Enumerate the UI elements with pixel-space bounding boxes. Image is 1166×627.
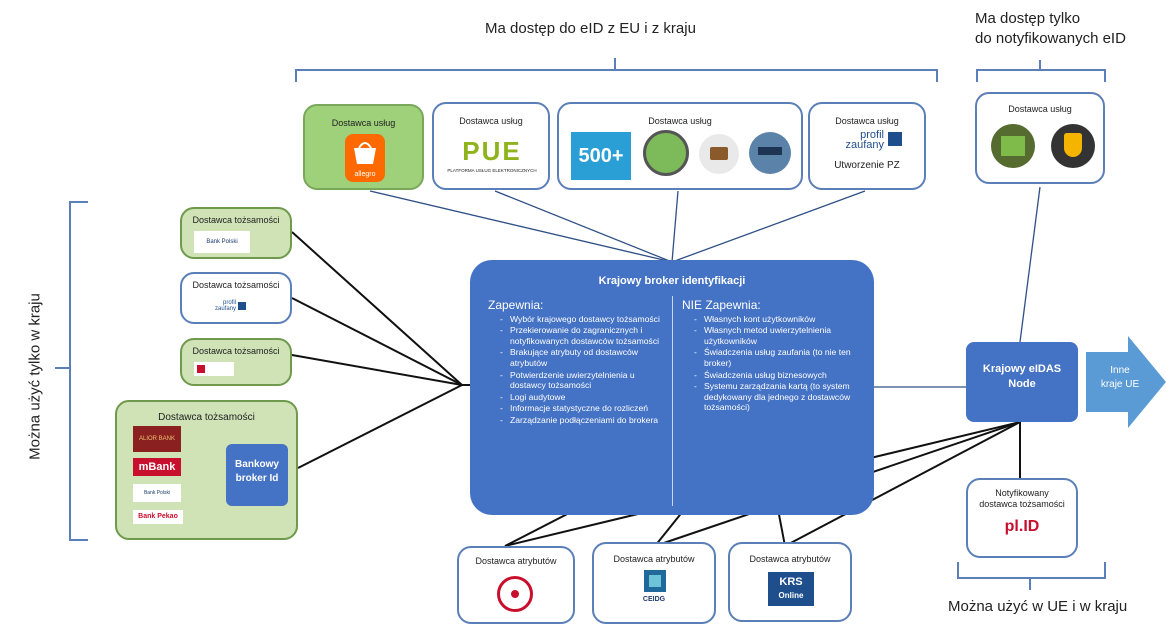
service-provider-gov: Dostawca usług 500+: [557, 102, 803, 190]
alior-logo: ALIOR BANK: [133, 426, 181, 452]
identity-provider-profil-zaufany: Dostawca tożsamości profil zaufany: [180, 272, 292, 324]
pz-emblem-icon: [888, 132, 902, 146]
attribute-provider-krs: Dostawca atrybutów KRS Online: [728, 542, 852, 622]
pz-small-line-1: profil: [222, 300, 236, 306]
provides-title: Zapewnia:: [488, 298, 544, 312]
not-provides-title: NIE Zapewnia:: [682, 298, 761, 312]
top-brace: [295, 58, 938, 82]
pz-caption: Utworzenie PZ: [834, 160, 900, 171]
provides-item: Informacje statystyczne do rozliczeń: [500, 403, 670, 414]
bank-polski-logo: Bank Polski: [194, 231, 250, 253]
provides-item: Wybór krajowego dostawcy tożsamości: [500, 314, 670, 325]
right-brace: [976, 60, 1106, 82]
not-provides-item: Systemu zarządzania kartą (to system ded…: [694, 381, 862, 413]
seal-icon: [497, 576, 533, 612]
national-identity-broker: Krajowy broker identyfikacji Zapewnia: W…: [470, 260, 874, 515]
pekao-logo: Bank Pekao: [133, 510, 183, 524]
plid-logo: pl.ID: [1004, 518, 1040, 535]
service-links: [369, 186, 1041, 388]
other-countries-line-2: kraje UE: [1100, 379, 1140, 390]
provides-item: Brakujące atrybuty od dostawców atrybutó…: [500, 347, 670, 368]
identity-provider-label: Dostawca tożsamości: [158, 412, 255, 423]
not-provides-item: Własnych metod uwierzytelnienia użytkown…: [694, 325, 862, 346]
notified-idp-label: Notyfikowany dostawca tożsamości: [968, 488, 1076, 510]
broker-divider: [672, 296, 673, 506]
service-provider-pue: Dostawca usług PUE PLATFORMA USŁUG ELEKT…: [432, 102, 550, 190]
top-right-heading-1: Ma dostęp tylko: [975, 10, 1081, 27]
service-provider-label: Dostawca usług: [331, 118, 396, 128]
provides-item: Logi audytowe: [500, 392, 670, 403]
eidas-node-line-1: Krajowy eIDAS: [982, 363, 1062, 375]
pz-small-emblem-icon: [238, 302, 246, 310]
other-countries-arrow: [1086, 336, 1166, 428]
notified-service-provider: Dostawca usług: [975, 92, 1105, 184]
family-home-icon: [643, 130, 689, 176]
identity-provider-label: Dostawca tożsamości: [192, 346, 280, 356]
service-provider-label: Dostawca usług: [1008, 104, 1072, 114]
bank-logo: [194, 362, 234, 376]
ceidg-logo: CEIDG: [642, 596, 666, 603]
krs-line-1: KRS: [779, 576, 803, 588]
briefcase-icon: [699, 134, 739, 174]
allegro-text: allegro: [354, 171, 376, 178]
notified-identity-provider: Notyfikowany dostawca tożsamości pl.ID: [966, 478, 1078, 558]
mbank-logo: mBank: [133, 458, 181, 476]
identity-provider-label: Dostawca tożsamości: [192, 215, 280, 225]
eidas-node-line-2: Node: [1008, 378, 1036, 390]
pz-small-line-2: zaufany: [214, 306, 236, 312]
bank-broker-box: Bankowy broker Id: [226, 444, 288, 506]
top-center-heading: Ma dostęp do eID z EU i z kraju: [485, 20, 696, 37]
provides-item: Potwierdzenie uwierzytelnienia u dostawc…: [500, 370, 670, 391]
attribute-provider-ceidg: Dostawca atrybutów CEIDG: [592, 542, 716, 624]
left-brace: [55, 201, 88, 541]
broker-title: Krajowy broker identyfikacji: [598, 275, 746, 287]
not-provides-item: Świadczenia usług zaufania (to nie ten b…: [694, 347, 862, 368]
krs-online-logo: KRS Online: [768, 572, 814, 606]
identity-provider-pko: Dostawca tożsamości Bank Polski: [180, 207, 292, 259]
shield-icon: [1051, 124, 1095, 168]
attribute-provider-label: Dostawca atrybutów: [749, 554, 831, 564]
other-countries-line-1: Inne: [1110, 365, 1130, 376]
service-provider-label: Dostawca usług: [648, 116, 712, 126]
pz-line-2: zaufany: [845, 139, 884, 151]
pz-line-1: profil: [860, 129, 884, 141]
graduation-icon: [749, 132, 791, 174]
pz-small-logo: profil zaufany: [204, 300, 236, 312]
bottom-right-heading: Można użyć w UE i w kraju: [948, 598, 1128, 615]
not-provides-item: Własnych kont użytkowników: [694, 314, 862, 325]
top-right-heading-2: do notyfikowanych eID: [975, 30, 1126, 47]
provides-item: Przekierowanie do zagranicznych i notyfi…: [500, 325, 670, 346]
attribute-provider-1: Dostawca atrybutów: [457, 546, 575, 624]
left-vertical-heading: Można użyć tylko w kraju: [26, 293, 44, 460]
bottom-right-brace: [957, 562, 1106, 590]
provides-item: Zarządzanie podłączeniami do brokera: [500, 415, 670, 426]
pue-sublabel: PLATFORMA USŁUG ELEKTRONICZNYCH: [447, 168, 537, 173]
notified-idp-line-1: Notyfikowany: [995, 488, 1049, 498]
broker-not-provides: NIE Zapewnia: Własnych kont użytkowników…: [682, 298, 862, 414]
attribute-provider-label: Dostawca atrybutów: [475, 556, 557, 566]
identity-provider-bank: Dostawca tożsamości: [180, 338, 292, 386]
service-provider-label: Dostawca usług: [835, 116, 899, 126]
not-provides-item: Świadczenia usług biznesowych: [694, 370, 862, 381]
basket-icon: [354, 142, 376, 164]
profil-zaufany-logo: profil zaufany: [828, 129, 884, 151]
identity-provider-label: Dostawca tożsamości: [192, 280, 280, 290]
service-provider-profil-zaufany: Dostawca usług profil zaufany Utworzenie…: [808, 102, 926, 190]
allegro-logo: allegro: [345, 134, 385, 182]
pue-logo: PUE: [462, 136, 522, 166]
krs-line-2: Online: [778, 591, 804, 600]
service-provider-allegro: Dostawca usług allegro: [303, 104, 424, 190]
service-provider-label: Dostawca usług: [459, 116, 523, 126]
pko-logo: Bank Polski: [133, 484, 181, 502]
other-countries-label: Inne kraje UE: [1090, 364, 1150, 392]
eidas-node: Krajowy eIDAS Node: [966, 342, 1078, 422]
farm-icon: [991, 124, 1035, 168]
500plus-logo: 500+: [571, 132, 631, 180]
identity-links: [291, 231, 470, 469]
ceidg-emblem-icon: [644, 570, 666, 592]
identity-provider-bank-broker: Dostawca tożsamości ALIOR BANK mBank Ban…: [115, 400, 298, 540]
attribute-provider-label: Dostawca atrybutów: [613, 554, 695, 564]
broker-provides: Zapewnia: Wybór krajowego dostawcy tożsa…: [488, 298, 670, 427]
notified-idp-line-2: dostawca tożsamości: [979, 499, 1065, 509]
